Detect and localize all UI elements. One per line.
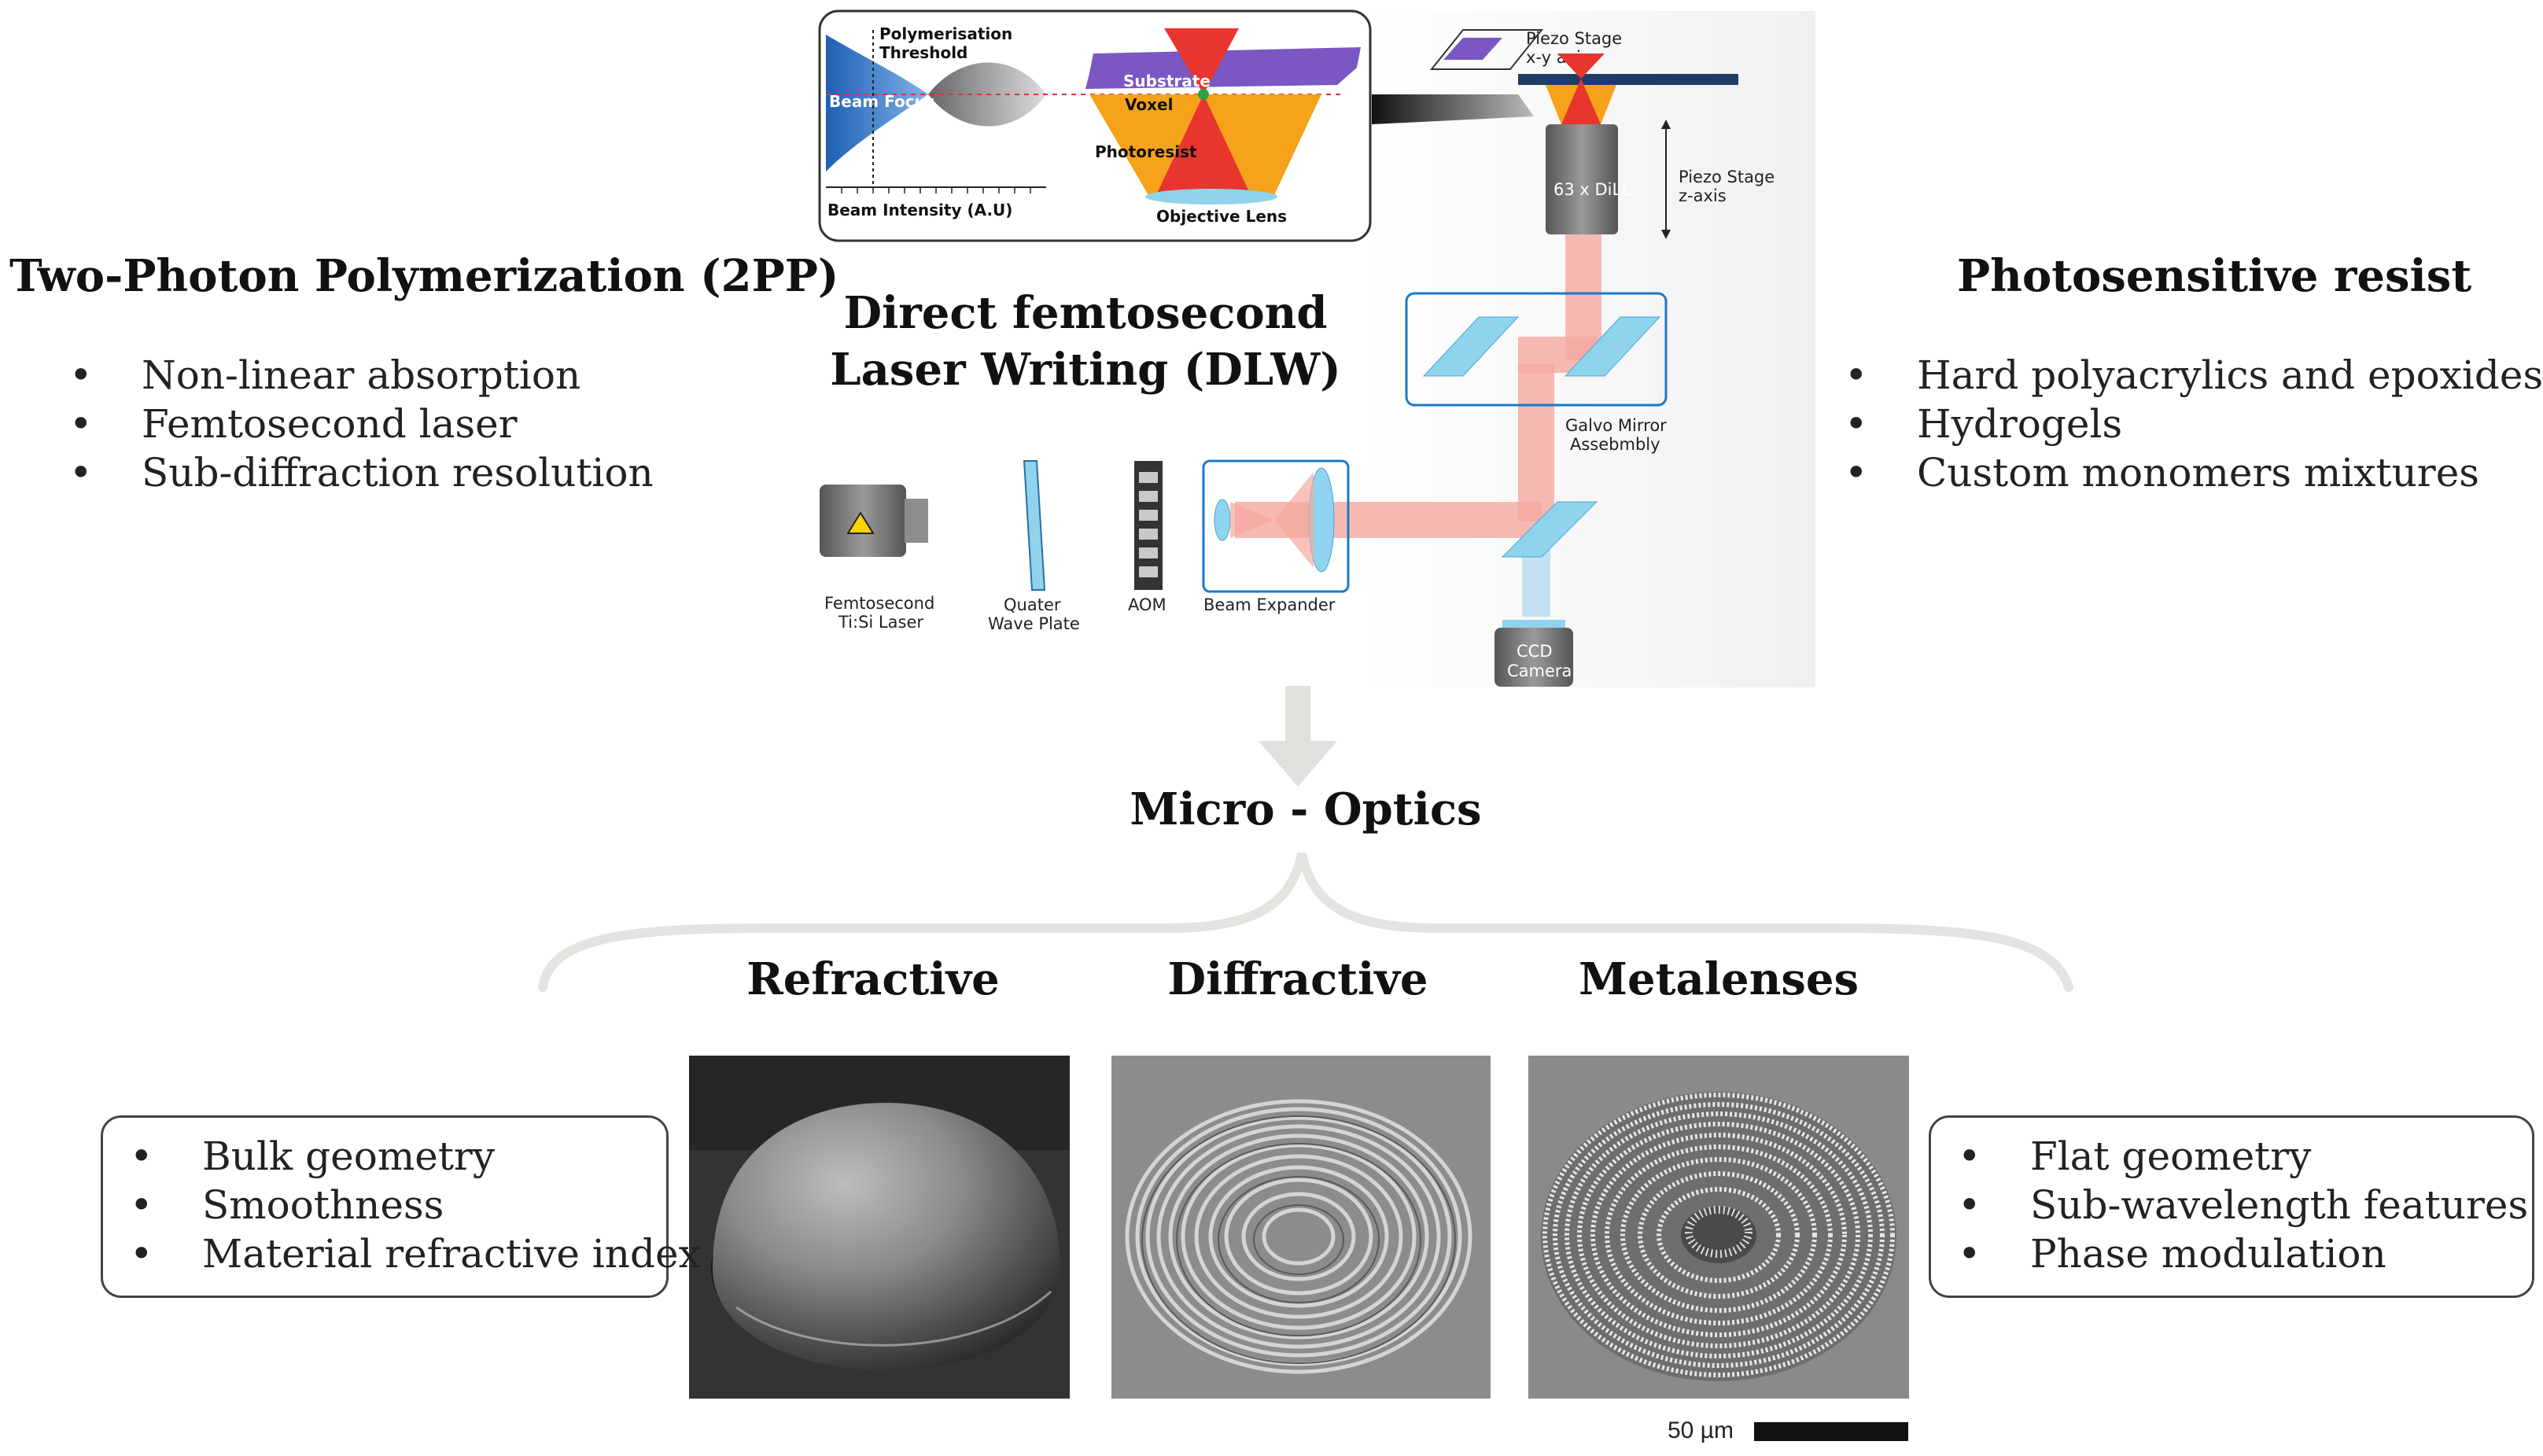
- focus-cone-bottom: [1156, 94, 1251, 195]
- dlw-title: Direct femtosecond Laser Writing (DLW): [810, 285, 1361, 398]
- quarter-wave-plate: [1023, 460, 1046, 591]
- objective-lens-top: [1145, 189, 1277, 205]
- focus-cone-top: [1164, 28, 1239, 94]
- label-piezo-z-axis: z-axis: [1679, 186, 1727, 205]
- label-laser-type: Ti:Si Laser: [838, 613, 923, 632]
- diffractive-lens-image: [1111, 1056, 1491, 1399]
- beam-expander-box: [1202, 459, 1350, 593]
- list-item: Femtosecond laser: [69, 400, 654, 448]
- list-item: Flat geometry: [1958, 1132, 2528, 1181]
- label-camera: Camera: [1507, 662, 1572, 680]
- refractive-bullet-list: Bulk geometry Smoothness Material refrac…: [130, 1132, 701, 1278]
- galvo-mirror-2: [1564, 316, 1661, 377]
- metalens-image: [1528, 1056, 1909, 1399]
- list-item: Phase modulation: [1958, 1229, 2528, 1278]
- label-piezo-xy: Piezo Stage: [1526, 29, 1622, 48]
- list-item: Sub-diffraction resolution: [69, 448, 654, 497]
- scale-bar: [1754, 1422, 1908, 1441]
- label-beam-intensity: Beam Intensity (A.U): [827, 201, 1012, 219]
- label-threshold: Threshold: [879, 43, 967, 62]
- label-ccd: CCD: [1517, 642, 1553, 661]
- objective-body: [1546, 124, 1618, 234]
- metalens-bullet-list: Flat geometry Sub-wavelength features Ph…: [1958, 1132, 2528, 1278]
- focus-bottom-icon: [1561, 79, 1601, 124]
- left-heading: Two-Photon Polymerization (2PP): [9, 250, 839, 302]
- laser-beam-vertical-lower: [1518, 364, 1554, 522]
- label-laser: Femtosecond: [824, 594, 934, 613]
- label-voxel: Voxel: [1125, 95, 1173, 114]
- laser-warning-icon: [846, 511, 875, 534]
- grouping-brace: [538, 852, 2073, 992]
- xy-stage-icon: [1443, 38, 1502, 60]
- zoom-arm: [1372, 94, 1534, 124]
- micro-optics-title: Micro - Optics: [1130, 783, 1482, 835]
- laser-beam-vertical-upper: [1565, 234, 1601, 360]
- xy-axis-icon: [1429, 29, 1544, 70]
- right-bullet-list: Hard polyacrylics and epoxides Hydrogels…: [1845, 351, 2543, 497]
- galvo-mirror-1: [1422, 316, 1520, 377]
- ccd-camera-body: [1494, 628, 1573, 687]
- list-item: Sub-wavelength features: [1958, 1181, 2528, 1229]
- list-item: Smoothness: [130, 1181, 701, 1229]
- dichroic-mirror: [1501, 501, 1598, 558]
- list-item: Bulk geometry: [130, 1132, 701, 1181]
- list-item: Material refractive index: [130, 1229, 701, 1278]
- expander-lens-small: [1214, 499, 1231, 541]
- right-heading: Photosensitive resist: [1957, 250, 2472, 302]
- refractive-lens-image: [689, 1056, 1070, 1399]
- list-item: Hard polyacrylics and epoxides: [1845, 351, 2543, 400]
- label-objective-lens: Objective Lens: [1156, 207, 1287, 226]
- label-aom: AOM: [1128, 595, 1166, 614]
- substrate-slab: [1085, 47, 1361, 89]
- refractive-properties-box: Bulk geometry Smoothness Material refrac…: [101, 1115, 701, 1298]
- dlw-title-line-1: Direct femtosecond: [843, 287, 1328, 339]
- label-galvo: Galvo Mirror: [1565, 416, 1667, 435]
- beam-focus-profile: [826, 35, 928, 171]
- label-qwp: Quater: [1004, 595, 1061, 614]
- down-arrow-icon: [1259, 686, 1337, 787]
- label-beam-expander: Beam Expander: [1203, 595, 1336, 614]
- scale-bar-label: 50 µm: [1668, 1417, 1734, 1443]
- dlw-title-line-2: Laser Writing (DLW): [830, 344, 1341, 396]
- category-diffractive: Diffractive: [1167, 953, 1428, 1005]
- label-piezo-z: Piezo Stage: [1679, 168, 1775, 186]
- laser-aperture: [905, 499, 928, 543]
- substrate-bar: [1518, 74, 1738, 85]
- label-galvo-assembly: Assebmbly: [1570, 435, 1660, 454]
- metalens-properties-box: Flat geometry Sub-wavelength features Ph…: [1929, 1115, 2534, 1298]
- focus-top-icon: [1557, 53, 1605, 79]
- label-polymerisation: Polymerisation: [879, 24, 1012, 43]
- label-objective: 63 x DiLL: [1553, 180, 1631, 199]
- list-item: Hydrogels: [1845, 400, 2543, 448]
- label-photoresist: Photoresist: [1095, 142, 1197, 161]
- left-bullet-list: Non-linear absorption Femtosecond laser …: [69, 351, 654, 497]
- list-item: Non-linear absorption: [69, 351, 654, 400]
- list-item: Custom monomers mixtures: [1845, 448, 2543, 497]
- category-refractive: Refractive: [746, 953, 1000, 1005]
- dlw-setup-diagram: Polymerisation Threshold Beam Focus Beam…: [818, 9, 1815, 687]
- label-substrate: Substrate: [1123, 72, 1211, 90]
- galvo-box: [1405, 292, 1668, 407]
- voxel-dot: [1198, 89, 1209, 100]
- category-metalenses: Metalenses: [1578, 953, 1859, 1005]
- label-qwp-2: Wave Plate: [988, 614, 1080, 633]
- label-beam-focus: Beam Focus: [829, 92, 935, 111]
